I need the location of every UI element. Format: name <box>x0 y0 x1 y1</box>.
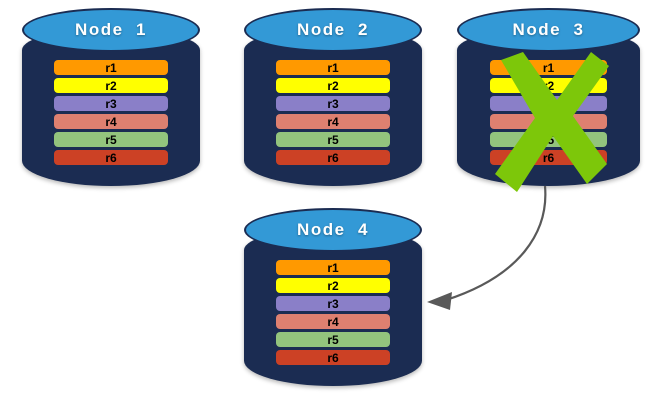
node-4[interactable]: Node 4 r1 r2 r3 r4 r5 r6 <box>244 208 422 386</box>
node-1[interactable]: Node 1 r1 r2 r3 r4 r5 r6 <box>22 8 200 186</box>
node-1-cylinder-top <box>22 8 200 52</box>
node-1-rows: r1 r2 r3 r4 r5 r6 <box>54 60 168 165</box>
table-row[interactable]: r3 <box>276 96 390 111</box>
table-row[interactable]: r2 <box>276 278 390 293</box>
table-row[interactable]: r2 <box>489 78 608 93</box>
table-row[interactable]: r4 <box>489 114 608 129</box>
node-4-rows: r1 r2 r3 r4 r5 r6 <box>276 260 390 365</box>
node-2[interactable]: Node 2 r1 r2 r3 r4 r5 r6 <box>244 8 422 186</box>
table-row[interactable]: r1 <box>276 260 390 275</box>
table-row[interactable]: r5 <box>489 132 608 147</box>
table-row[interactable]: r5 <box>276 132 390 147</box>
table-row[interactable]: r2 <box>276 78 390 93</box>
table-row[interactable]: r6 <box>276 150 390 165</box>
node-2-cylinder-top <box>244 8 422 52</box>
table-row[interactable]: r4 <box>276 114 390 129</box>
arrow-path <box>445 185 547 302</box>
table-row[interactable]: r4 <box>54 114 168 129</box>
table-row[interactable]: r3 <box>489 96 608 111</box>
node-3-rows: r1 r2 r3 r4 r5 r6 <box>489 60 608 165</box>
table-row[interactable]: r3 <box>276 296 390 311</box>
arrow-head <box>427 292 452 310</box>
table-row[interactable]: r2 <box>54 78 168 93</box>
table-row[interactable]: r6 <box>276 350 390 365</box>
table-row[interactable]: r6 <box>489 150 608 165</box>
table-row[interactable]: r5 <box>276 332 390 347</box>
table-row[interactable]: r6 <box>54 150 168 165</box>
node-4-cylinder-top <box>244 208 422 252</box>
table-row[interactable]: r1 <box>54 60 168 75</box>
node-2-rows: r1 r2 r3 r4 r5 r6 <box>276 60 390 165</box>
table-row[interactable]: r3 <box>54 96 168 111</box>
table-row[interactable]: r1 <box>489 60 608 75</box>
node-3-cylinder-top <box>457 8 640 52</box>
table-row[interactable]: r1 <box>276 60 390 75</box>
table-row[interactable]: r5 <box>54 132 168 147</box>
table-row[interactable]: r4 <box>276 314 390 329</box>
node-3[interactable]: Node 3 r1 r2 r3 r4 r5 r6 <box>457 8 640 192</box>
